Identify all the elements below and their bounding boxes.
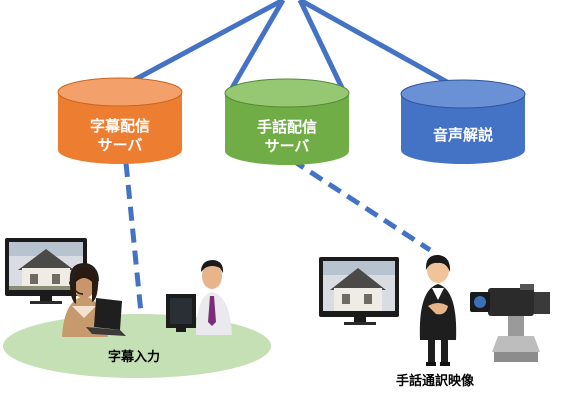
sign-interpreter-illustration xyxy=(419,254,457,366)
connector-line-audio-server xyxy=(298,0,467,95)
connector-line-sign-server-right xyxy=(297,0,346,92)
captioner-pc-monitor-illustration xyxy=(166,294,196,332)
monitor-right-illustration xyxy=(319,257,399,325)
monitor-left-illustration xyxy=(5,238,87,304)
dashed-link-sign-video xyxy=(290,157,432,253)
server-cylinder-subtitle xyxy=(57,77,183,164)
captioner-laptop-illustration xyxy=(86,298,126,336)
captioning-input-label: 字幕入力 xyxy=(108,350,161,365)
connector-line-subtitle-server xyxy=(121,0,285,89)
subtitle-server-label: 字幕配信 サーバ xyxy=(89,117,150,154)
server-cylinder-sign xyxy=(224,78,350,165)
top-connectors xyxy=(121,0,467,95)
connector-line-sign-server-left xyxy=(229,0,286,90)
broadcast-camera-illustration xyxy=(470,284,550,362)
server-cylinder-audio xyxy=(400,79,526,164)
sign-server-label: 手話配信 サーバ xyxy=(256,118,317,155)
dashed-link-captioning xyxy=(123,162,145,324)
audio-description-label: 音声解説 xyxy=(432,126,493,144)
captioner-man-illustration xyxy=(196,260,232,335)
sign-video-label: 手話通訳映像 xyxy=(396,374,475,389)
